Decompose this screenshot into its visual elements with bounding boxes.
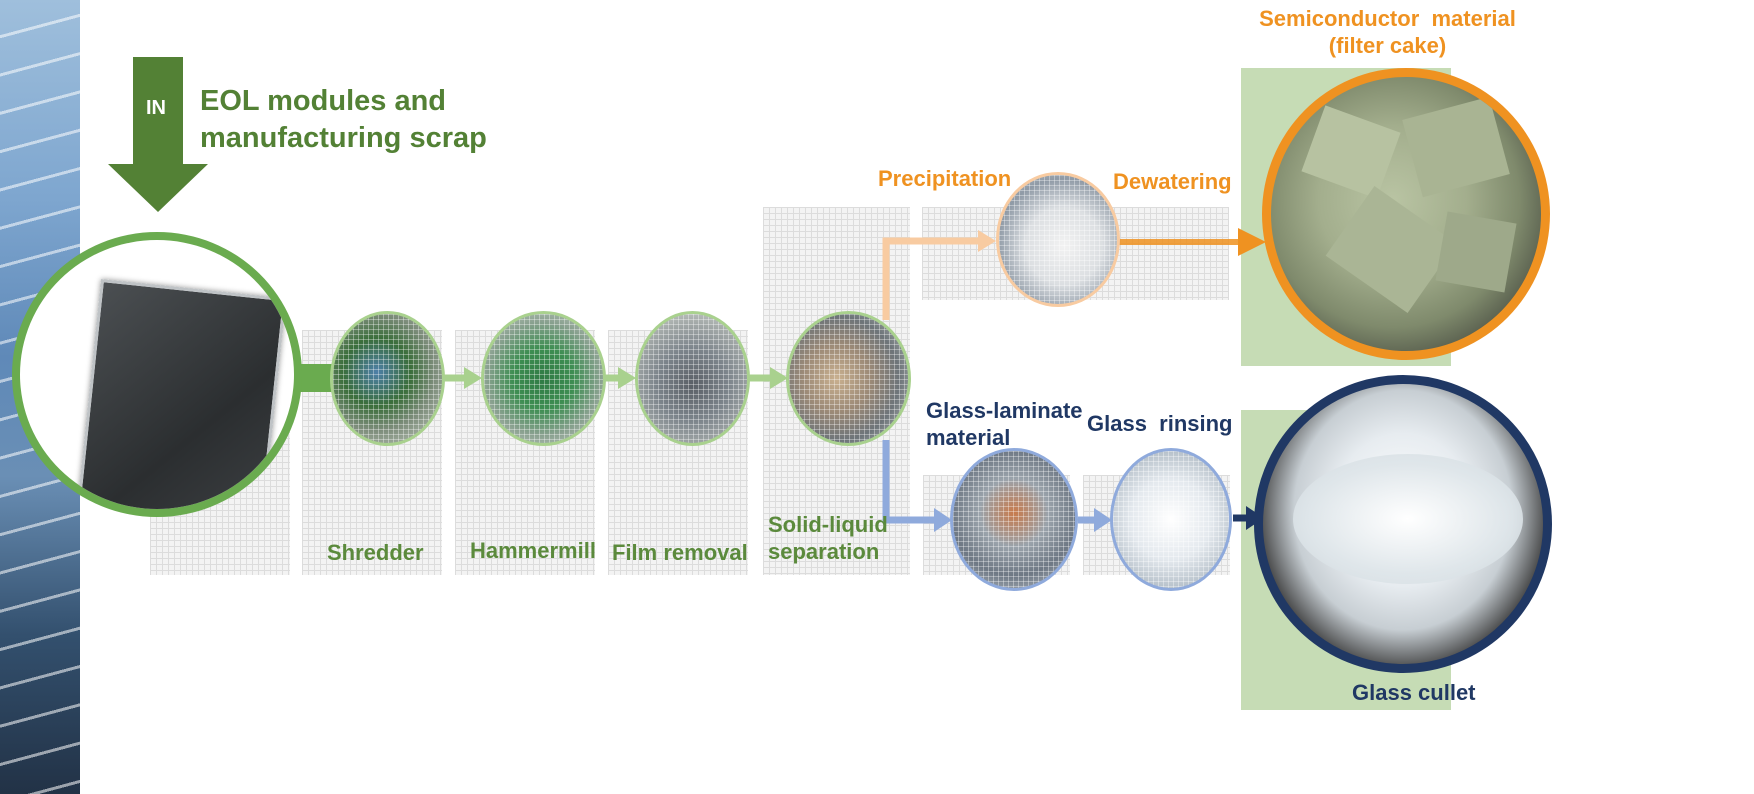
hammermill-label: Hammermill xyxy=(470,538,596,563)
shredder-photo xyxy=(330,311,445,446)
input-arrow-icon xyxy=(108,57,208,212)
hammermill-photo xyxy=(481,311,606,446)
in-badge: IN xyxy=(146,97,166,119)
glass-laminate-label-line2: material xyxy=(926,425,1011,450)
semiconductor-output-label-line2: (filter cake) xyxy=(1328,33,1447,58)
precipitation-photo xyxy=(996,172,1120,307)
to-precipitation-arrow-icon xyxy=(978,230,996,252)
shredder-to-hammermill-arrow-icon xyxy=(464,367,482,389)
precipitation-label: Precipitation xyxy=(878,166,1012,191)
to-semiconductor-output-arrow-icon xyxy=(1238,228,1266,256)
shredder-label: Shredder xyxy=(327,540,424,565)
semiconductor-output-label-line1: Semiconductor material xyxy=(1259,6,1516,31)
input-title-line1: EOL modules and xyxy=(200,85,447,117)
semiconductor-branch-arrow xyxy=(882,237,980,320)
glass-rinsing-photo xyxy=(1110,448,1232,591)
film-to-separation-arrow-icon xyxy=(770,367,788,389)
to-rinsing-arrow-icon xyxy=(1094,508,1112,532)
film-removal-photo xyxy=(635,311,750,446)
solar-module-image xyxy=(75,278,287,509)
glass-cullet-photo xyxy=(1254,375,1552,673)
glass-cullet-label: Glass cullet xyxy=(1352,680,1476,705)
glass-laminate-photo xyxy=(950,448,1078,591)
glass-branch-arrow xyxy=(882,440,1096,524)
separation-photo xyxy=(786,311,911,446)
separation-label-line2: separation xyxy=(768,539,880,564)
film-removal-label: Film removal xyxy=(612,540,748,565)
eol-module-circle xyxy=(12,232,302,517)
dewatering-label: Dewatering xyxy=(1113,169,1232,194)
glass-laminate-label-line1: Glass-laminate xyxy=(926,398,1083,423)
glass-rinsing-label: Glass rinsing xyxy=(1087,411,1233,436)
input-title-line2: manufacturing scrap xyxy=(200,122,487,154)
separation-label-line1: Solid-liquid xyxy=(768,512,888,537)
semiconductor-filter-cake-photo xyxy=(1262,68,1550,360)
hammermill-to-film-arrow-icon xyxy=(618,367,636,389)
to-laminate-arrow-icon xyxy=(934,508,952,532)
